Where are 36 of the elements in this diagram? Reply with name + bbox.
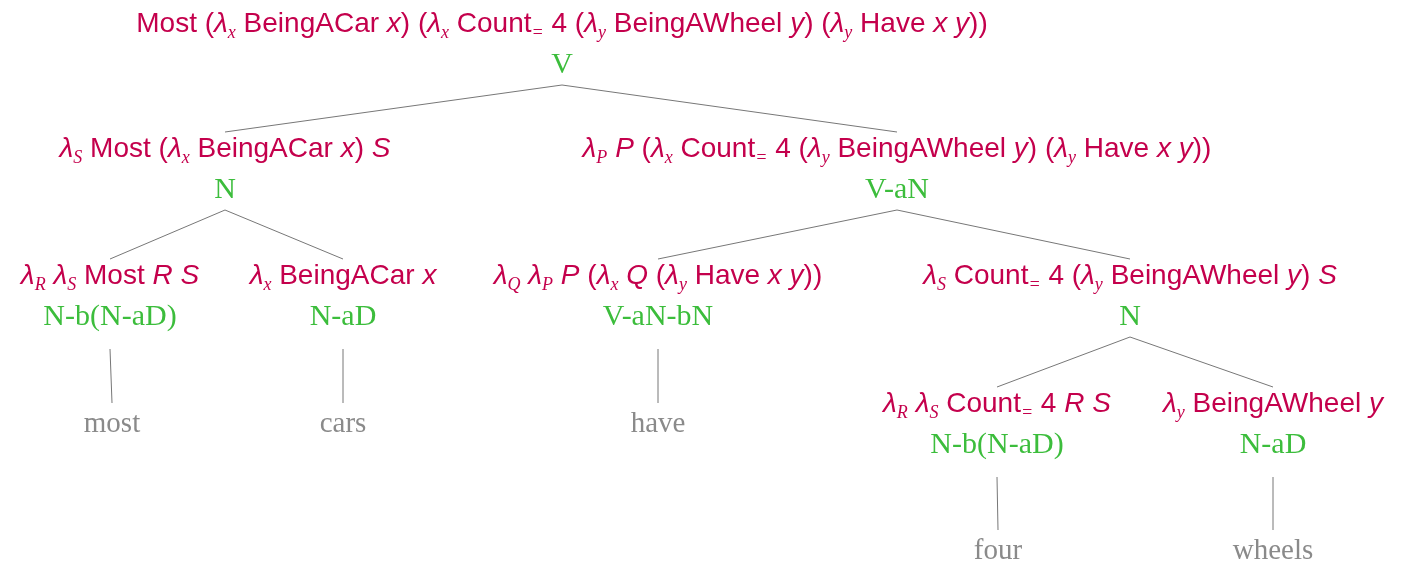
tree-branch [996,336,1131,388]
leaf-word: have [630,405,686,439]
semantic-expression: λ$_{S}$ Most (λ$_{x}$ BeingACar x) S [59,131,391,168]
semantic-expression: λ$_{P}$ P (λ$_{x}$ Count$_{=}$ 4 (λ$_{y}$ BeingAWheel y) (λ$_{y}$ Have x y)) [582,131,1212,168]
tree-branch [657,209,898,260]
category-label: N-aD [309,297,377,333]
tree-branch [1129,336,1274,388]
leaf-word: wheels [1232,532,1314,566]
category-label: V-aN-bN [602,297,714,333]
semantic-expression: λ$_{R}$ λ$_{S}$ Count$_{=}$ 4 R S [883,386,1111,423]
tree-branch [342,348,344,404]
tree-branch [561,84,898,133]
category-label: V [551,45,573,81]
leaf-word: most [83,405,141,439]
tree-branch [657,348,659,404]
tree-branch [109,348,113,404]
category-label: V-aN [865,170,929,206]
tree-branch [224,84,563,133]
tree-branch [1272,476,1274,531]
leaf-word: four [973,532,1023,566]
tree-branch [109,209,226,260]
semantic-expression: λ$_{x}$ BeingACar x [249,258,437,295]
category-label: N [214,170,236,206]
tree-branch [224,209,344,260]
semantic-expression: λ$_{y}$ BeingAWheel y [1163,386,1383,423]
semantic-expression: λ$_{Q}$ λ$_{P}$ P (λ$_{x}$ Q (λ$_{y}$ Have x y)) [493,258,823,295]
semantic-expression: Most (λ$_{x}$ BeingACar x) (λ$_{x}$ Count$_{=}$ 4 (λ$_{y}$ BeingAWheel y) (λ$_{y}$ Have x y)) [136,6,988,43]
tree-branch [896,209,1131,260]
tree-branch [996,476,999,531]
semantic-expression: λ$_{R}$ λ$_{S}$ Most R S [20,258,200,295]
category-label: N-aD [1239,425,1307,461]
category-label: N [1119,297,1141,333]
category-label: N-b(N-aD) [930,425,1064,461]
semantic-expression: λ$_{S}$ Count$_{=}$ 4 (λ$_{y}$ BeingAWheel y) S [923,258,1337,295]
leaf-word: cars [319,405,367,439]
category-label: N-b(N-aD) [43,297,177,333]
